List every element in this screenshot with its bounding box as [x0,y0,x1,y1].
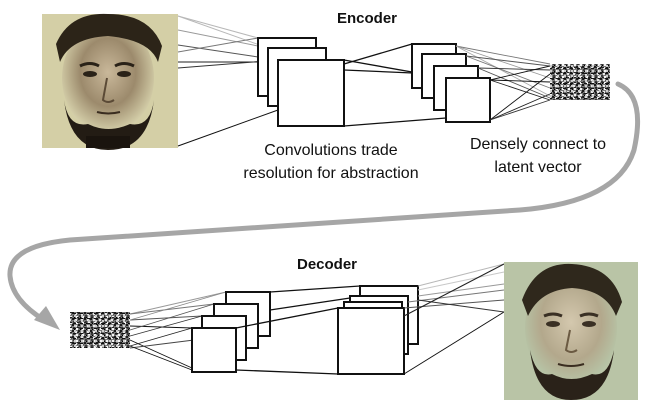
conv-stack-1 [257,37,345,127]
caption-dense-line-2: latent vector [494,159,582,176]
caption-convolutions-line-1: Convolutions trade [264,142,398,159]
deconv-1-to-2-connections [235,285,361,375]
caption-convolutions-line-2: resolution for abstraction [243,165,419,182]
caption-dense-line-1: Densely connect to [469,136,607,153]
output-connections [403,263,505,375]
reconstructed-portrait [504,262,638,400]
encoder-title: Encoder [336,10,397,27]
latent-vector-decoder [70,312,130,348]
latent-vector-encoder [550,64,610,100]
conv-stack-2 [411,43,491,123]
latent-transfer-arrow [7,81,641,330]
input-portrait [42,13,178,150]
dense-decoder-connections [129,291,227,371]
dense-encoder-connections [455,45,551,121]
deconv-stack-2 [337,285,419,375]
decoder-title: Decoder [296,256,358,273]
deconv-stack-1 [191,291,271,373]
